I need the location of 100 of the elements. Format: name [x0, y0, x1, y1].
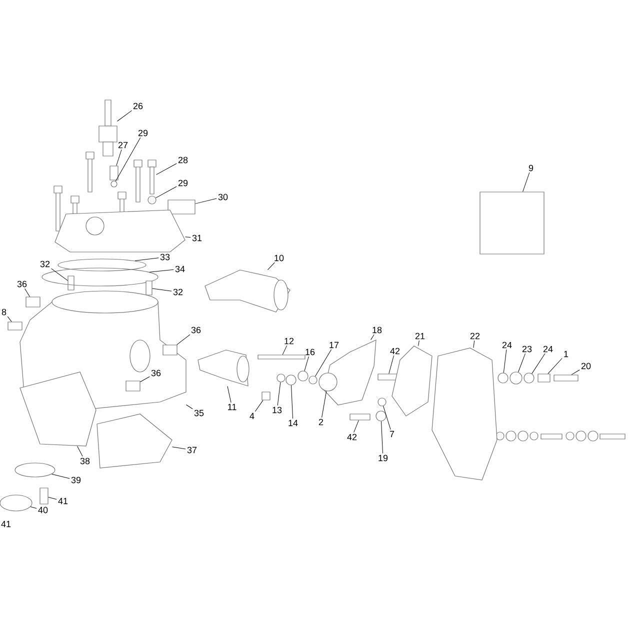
callout-number: 16: [306, 348, 315, 356]
leader-line: [134, 258, 159, 262]
leader-line: [383, 406, 391, 430]
leader-line: [116, 149, 122, 166]
temperature-sensor: [168, 200, 196, 214]
o-ring: [318, 372, 338, 392]
callout-number: 34: [175, 266, 185, 272]
leader-line: [370, 334, 374, 340]
bolt: [554, 374, 578, 382]
seal: [308, 376, 318, 384]
leader-line: [532, 353, 546, 374]
leader-line: [354, 420, 359, 433]
bolt: [148, 160, 156, 194]
leader-line: [172, 446, 186, 450]
leader-line: [388, 355, 394, 374]
pin: [8, 322, 22, 330]
leader-line: [418, 340, 420, 346]
washer: [376, 410, 386, 422]
leader-line: [277, 382, 281, 406]
outer-cover: [432, 348, 498, 480]
o-ring: [58, 258, 146, 272]
callout-number: 13: [272, 406, 282, 414]
callout-number: 22: [470, 332, 480, 340]
callout-number: 2: [318, 418, 324, 426]
leader-line: [48, 496, 57, 500]
dowel-pin: [146, 280, 152, 296]
leader-line: [140, 376, 150, 382]
leader-line: [156, 163, 177, 175]
leader-line: [304, 356, 309, 372]
callout-number: 21: [415, 332, 425, 340]
leader-line: [548, 358, 562, 374]
leader-line: [267, 262, 275, 270]
leader-line: [518, 353, 526, 372]
leader-line: [7, 316, 12, 322]
bushing: [510, 372, 522, 384]
callout-number: 4: [250, 412, 254, 420]
long-bolt: [258, 354, 306, 360]
callout-number: 39: [71, 476, 81, 484]
callout-number: 29: [178, 180, 188, 186]
leader-line: [473, 340, 475, 348]
callout-number: 40: [38, 506, 48, 514]
head-gasket: [42, 268, 158, 286]
leader-line: [503, 349, 507, 373]
leader-line: [152, 288, 172, 292]
nut: [126, 380, 140, 392]
leader-line: [30, 506, 37, 509]
callout-number: 38: [80, 458, 90, 464]
callout-number: 18: [372, 326, 382, 334]
callout-number: 35: [194, 410, 204, 416]
dowel-pin: [68, 276, 74, 290]
callout-number: 36: [191, 326, 201, 334]
leader-line: [227, 386, 232, 403]
leader-line: [291, 385, 294, 419]
callout-number: 1: [564, 350, 568, 358]
callout-number: 27: [118, 142, 128, 148]
callout-number: 12: [284, 338, 294, 344]
bolt: [350, 414, 370, 420]
leader-line: [522, 172, 530, 192]
screw: [262, 392, 270, 400]
callout-number: 28: [178, 156, 188, 164]
callout-number: 41: [58, 498, 68, 504]
callout-number: 24: [543, 346, 553, 352]
leader-line: [52, 474, 70, 479]
leader-line: [184, 236, 191, 238]
callout-number: 14: [288, 420, 298, 426]
callout-number: 19: [378, 454, 388, 462]
callout-number: 36: [17, 280, 27, 288]
leader-line: [381, 421, 384, 454]
leader-line: [24, 288, 30, 297]
bearing: [298, 370, 308, 382]
intake-gasket: [20, 372, 96, 446]
callout-number: 24: [502, 342, 512, 348]
leader-line: [51, 268, 68, 281]
callout-number: 42: [390, 348, 400, 354]
leader-line: [186, 404, 193, 410]
callout-number: 23: [522, 346, 532, 352]
callout-number: 31: [192, 234, 202, 242]
callout-number: 32: [40, 260, 50, 268]
leader-line: [149, 269, 174, 272]
gasket: [14, 462, 56, 478]
leader-line: [314, 349, 332, 377]
callout-number: 41: [1, 520, 11, 528]
valve-cover: [392, 346, 432, 416]
intake-manifold: [0, 494, 32, 512]
valve-housing: [324, 340, 376, 406]
circlip: [286, 374, 296, 386]
callout-number: 29: [138, 130, 148, 136]
leader-line: [282, 345, 288, 355]
nut: [26, 296, 40, 308]
callout-number: 11: [228, 404, 236, 410]
callout-number: 37: [187, 446, 197, 454]
leader-line: [156, 186, 177, 198]
washer: [148, 196, 156, 204]
nut: [162, 344, 178, 356]
callout-number: 8: [2, 308, 6, 316]
o-ring: [378, 398, 386, 406]
bag: [480, 192, 544, 254]
callout-number: 20: [581, 362, 591, 370]
leader-line: [176, 334, 190, 345]
washer: [498, 372, 508, 384]
